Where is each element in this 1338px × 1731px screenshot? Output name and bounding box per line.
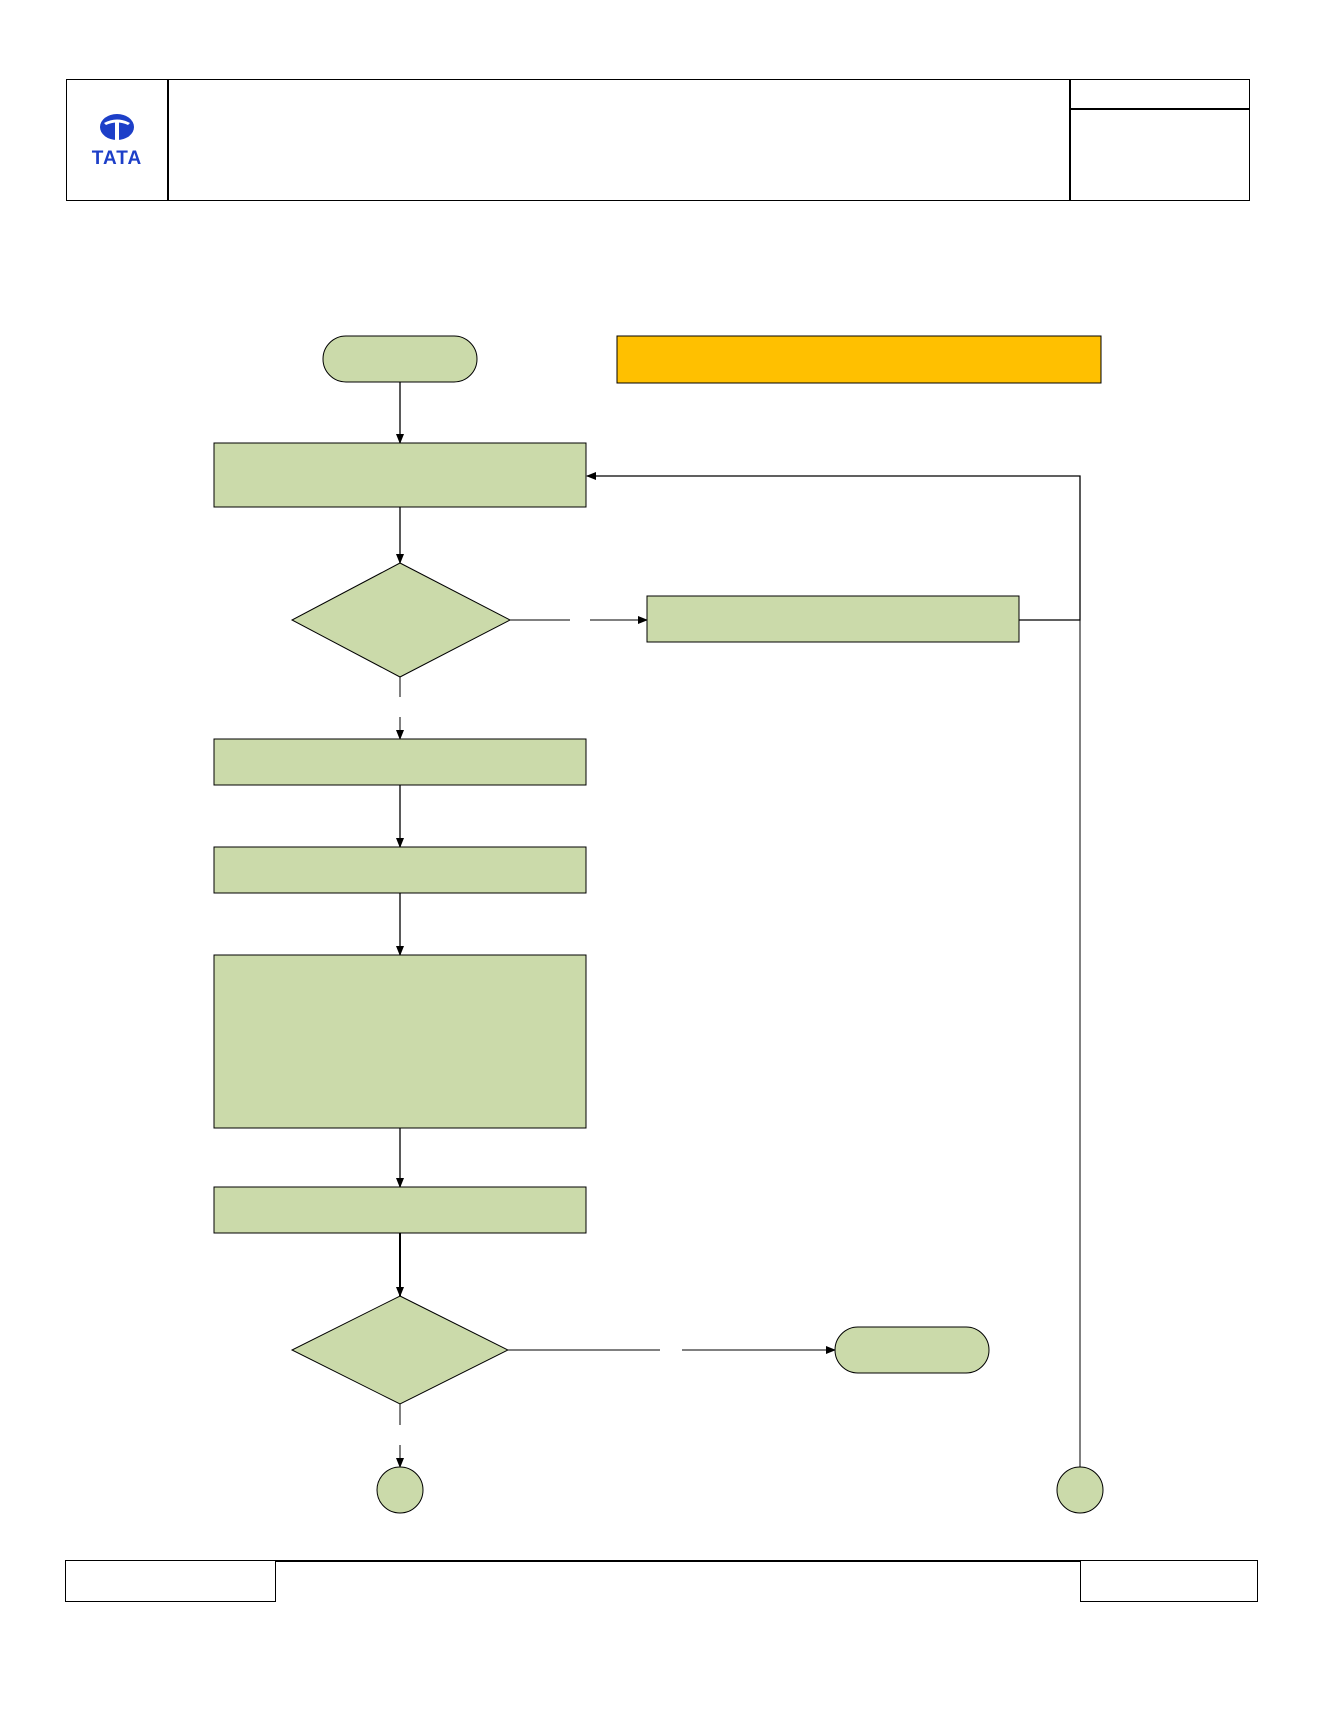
footer-right-text: [1081, 1561, 1257, 1585]
branch-action-box: [646, 595, 1020, 643]
process-step-5: [213, 1186, 587, 1234]
tata-logo-icon: TATA: [92, 114, 142, 169]
header-divider-logo: [167, 79, 169, 201]
logo-wordmark: TATA: [92, 148, 142, 169]
connector-circle-a: [376, 1466, 424, 1514]
footer-rule: [275, 1560, 1080, 1562]
header-frame: [66, 79, 1250, 201]
note-box: [616, 335, 1102, 384]
process-step-2: [213, 738, 587, 786]
footer-left-text: [66, 1561, 275, 1585]
header-divider-right: [1069, 79, 1071, 201]
header-divider-horizontal: [1069, 108, 1250, 110]
company-logo: TATA: [80, 108, 155, 170]
end-terminator: [834, 1326, 990, 1374]
footer-left-cell: [65, 1560, 276, 1602]
process-step-1: [213, 442, 587, 508]
footer-right-cell: [1080, 1560, 1258, 1602]
decision-2: [290, 1295, 510, 1405]
connector-circle-b: [1056, 1466, 1104, 1514]
process-step-4: [213, 954, 587, 1129]
start-terminator: [322, 335, 478, 383]
decision-1: [290, 562, 512, 678]
process-step-3: [213, 846, 587, 894]
